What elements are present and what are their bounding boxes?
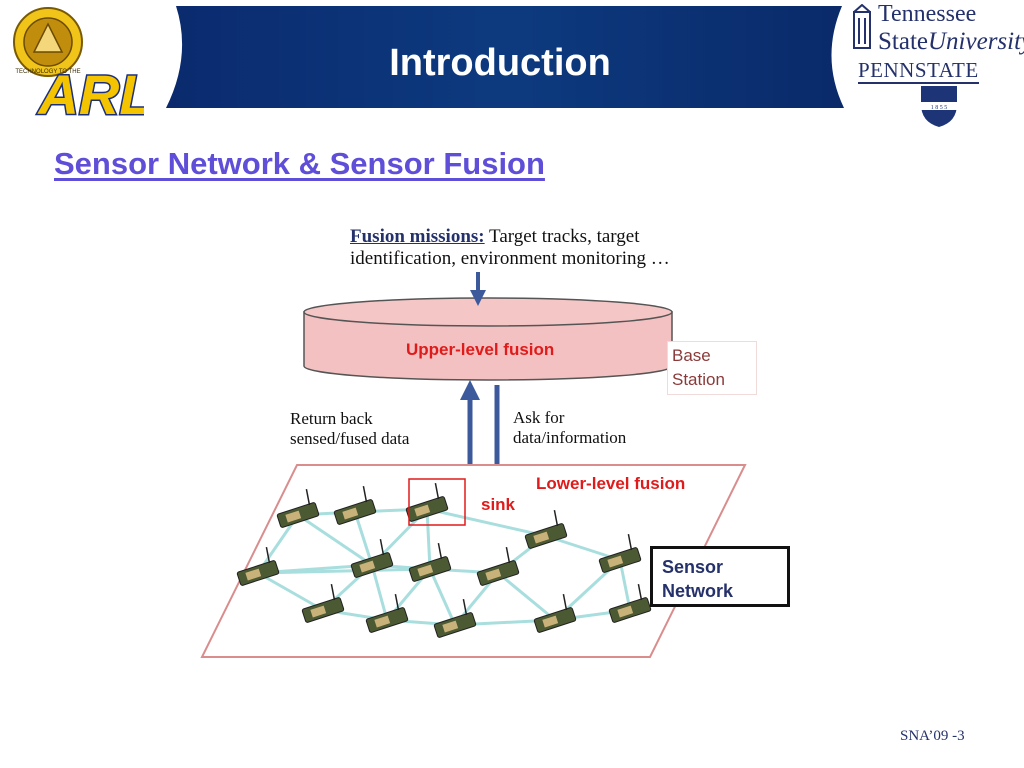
sensor-node-icon: [524, 509, 568, 549]
network-link: [497, 571, 556, 622]
ask-data-label: Ask for data/information: [513, 408, 627, 447]
sensor-nodes: [236, 482, 652, 638]
sensor-node-icon: [350, 538, 394, 578]
seal-icon: TECHNOLOGY TO THE ARL: [13, 7, 155, 128]
network-link: [353, 511, 374, 566]
network-link: [428, 568, 457, 626]
sensor-node-icon: [533, 593, 577, 633]
sensor-node-icon: [333, 485, 377, 525]
page-title: Introduction: [389, 42, 611, 84]
base-station-label: Base Station: [667, 341, 757, 395]
return-data-label: Return back sensed/fused data: [290, 409, 410, 448]
network-link: [425, 508, 432, 570]
sensor-node-icon: [598, 533, 642, 573]
seal-text: TECHNOLOGY TO THE: [15, 69, 80, 75]
fusion-missions-text: Fusion missions: Target tracks, target i…: [350, 226, 680, 270]
sensor-node-icon: [276, 488, 320, 528]
univ-line1: Tennessee: [878, 1, 977, 27]
sensor-node-icon: [236, 546, 280, 586]
univ-line2-state: State: [878, 28, 928, 55]
sensor-node-icon: [476, 546, 520, 586]
section-heading: Sensor Network & Sensor Fusion: [54, 146, 545, 181]
upper-fusion-cylinder: [303, 297, 673, 381]
sensor-node-icon: [408, 542, 452, 582]
sensor-network-box: Sensor Network: [650, 546, 790, 607]
network-link: [426, 507, 547, 538]
lower-fusion-label: Lower-level fusion: [536, 474, 686, 493]
network-link: [257, 567, 431, 575]
sensor-node-icon: [433, 598, 477, 638]
network-link: [618, 559, 632, 611]
sensor-node-icon: [301, 583, 345, 623]
sensor-node-icon: [608, 583, 652, 623]
pennstate-shield-icon: 1 8 5 5: [921, 86, 957, 127]
arl-logo-text: ARL: [36, 63, 144, 120]
university-building-icon: [853, 4, 871, 49]
title-banner: [166, 6, 844, 108]
network-link: [297, 513, 373, 567]
arl-logo-icon: TECHNOLOGY TO THE ARL: [4, 2, 155, 128]
fusion-missions-label: Fusion missions:: [350, 226, 485, 247]
fusion-missions-description: Target tracks, target identification, en…: [350, 226, 670, 269]
univ-line2-university: University: [928, 28, 1024, 55]
sink-label: sink: [481, 495, 516, 514]
network-link: [545, 534, 621, 562]
sink-highlight-box: [408, 478, 466, 526]
network-link: [370, 564, 389, 621]
pennstate-year: 1 8 5 5: [931, 105, 948, 111]
sensor-node-icon: [405, 482, 449, 522]
slide-number: SNA’09 -3: [900, 728, 965, 744]
network-link: [257, 571, 324, 612]
sensor-node-icon: [365, 593, 409, 633]
university-logo: Tennessee StateUniversity PENNSTATE 1 8 …: [846, 0, 1024, 128]
upper-fusion-label: Upper-level fusion: [406, 340, 555, 359]
pennstate-wordmark: PENNSTATE: [858, 58, 979, 84]
